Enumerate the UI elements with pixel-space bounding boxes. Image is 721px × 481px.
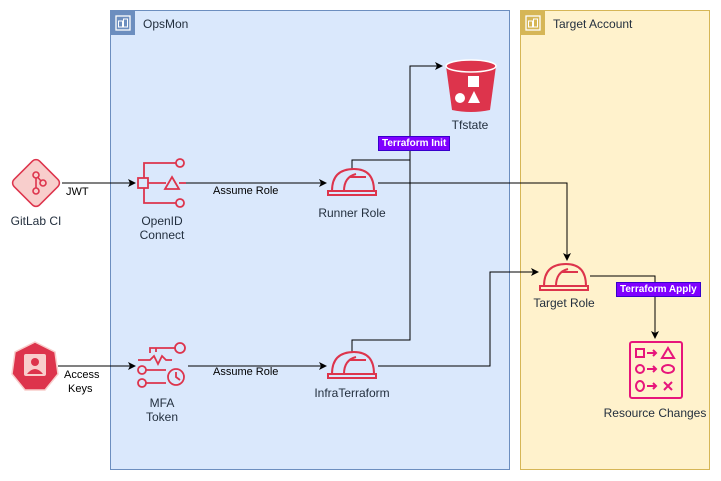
resource-changes-label: Resource Changes [603, 406, 707, 420]
target-role-helmet-icon [539, 262, 589, 291]
gitlab-icon [11, 158, 61, 208]
edge-infra-to-target [378, 268, 539, 367]
openid-connect-icon [137, 158, 186, 208]
tfstate-label: Tfstate [451, 118, 489, 132]
edge-runner-to-tfstate [351, 62, 443, 170]
edge-infra-to-tfstate [351, 160, 411, 353]
mfa-token-icon [137, 342, 186, 388]
openid-label-line1: OpenID [141, 214, 183, 228]
gitlab-label: GitLab CI [10, 214, 62, 228]
jwt-label: JWT [66, 186, 89, 198]
edge-target-to-resources [590, 275, 659, 339]
mfa-label-line1: MFA [149, 396, 175, 410]
openid-label-line2: Connect [139, 228, 185, 242]
target-account-group: Target Account [520, 10, 710, 470]
runner-role-label: Runner Role [318, 206, 386, 220]
resource-changes-icon [629, 341, 683, 399]
opsmon-title: OpsMon [143, 17, 189, 31]
assume-role-bottom-label: Assume Role [213, 366, 279, 378]
target-title: Target Account [553, 17, 633, 31]
access-keys-label-line2: Keys [68, 383, 93, 395]
terraform-apply-tag: Terraform Apply [616, 282, 701, 297]
runner-role-helmet-icon [327, 167, 377, 196]
infra-terraform-label: InfraTerraform [314, 386, 390, 400]
account-group-icon [521, 11, 545, 35]
user-icon [11, 341, 59, 391]
edge-runner-to-target [378, 182, 571, 261]
account-group-icon [111, 11, 135, 35]
mfa-label-line2: Token [145, 410, 179, 424]
terraform-init-tag: Terraform Init [378, 136, 451, 151]
assume-role-top-label: Assume Role [213, 185, 279, 197]
target-role-label: Target Role [533, 296, 595, 310]
access-keys-label-line1: Access [64, 369, 100, 381]
opsmon-account-group: OpsMon [110, 10, 510, 470]
s3-bucket-icon [445, 59, 497, 112]
infra-terraform-helmet-icon [327, 350, 377, 379]
